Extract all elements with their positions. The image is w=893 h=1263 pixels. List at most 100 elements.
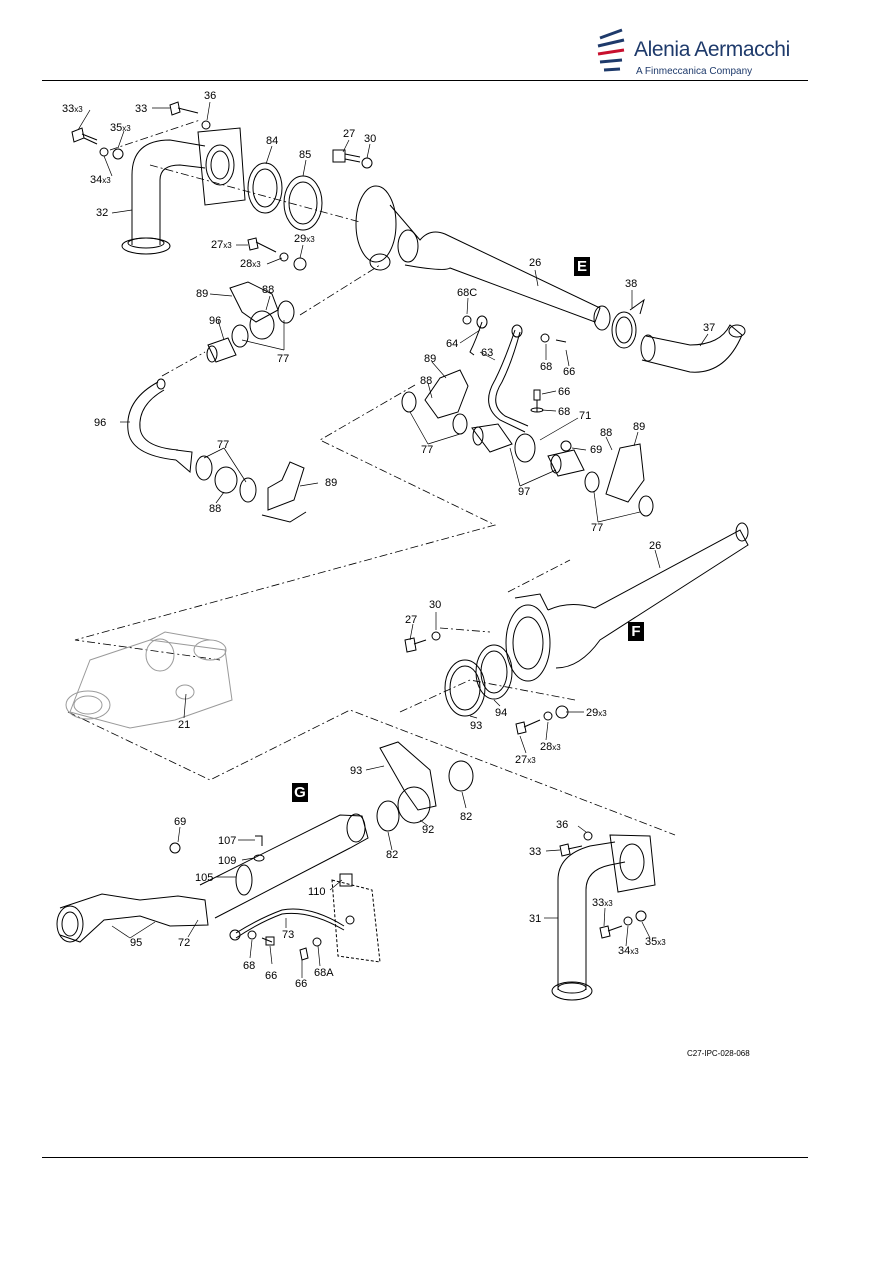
section-letter-e: E — [574, 257, 590, 276]
callout-89: 89 — [196, 288, 208, 300]
callout-32: 32 — [96, 207, 108, 219]
callout-35: 35x3 — [645, 936, 666, 948]
callout-33: 33 — [135, 103, 147, 115]
bolt-33-top — [169, 101, 199, 116]
callout-31: 31 — [529, 913, 541, 925]
nut-35-left — [112, 148, 124, 160]
callout-68: 68 — [243, 960, 255, 972]
callout-27: 27 — [405, 614, 417, 626]
callout-66: 66 — [295, 978, 307, 990]
gasket-93-94 — [444, 644, 513, 717]
callout-69: 69 — [174, 816, 186, 828]
duct-95 — [56, 893, 209, 943]
elbow-duct-37 — [640, 324, 746, 373]
clamp-89-mid — [401, 369, 469, 435]
callout-93: 93 — [470, 720, 482, 732]
callout-96: 96 — [209, 315, 221, 327]
callout-33: 33x3 — [62, 103, 83, 115]
company-logo: Alenia Aermacchi A Finmeccanica Company — [596, 24, 796, 84]
callout-33: 33x3 — [592, 897, 613, 909]
washer-36-top — [201, 120, 211, 130]
callout-66: 66 — [265, 970, 277, 982]
bonding-strap-64 — [462, 315, 488, 356]
callout-82: 82 — [460, 811, 472, 823]
callout-37: 37 — [703, 322, 715, 334]
callout-26: 26 — [529, 257, 541, 269]
callout-30: 30 — [364, 133, 376, 145]
elbow-pipe-31 — [551, 834, 656, 1001]
callout-69: 69 — [590, 444, 602, 456]
section-letter-g: G — [292, 783, 308, 802]
callout-72: 72 — [178, 937, 190, 949]
callout-88: 88 — [600, 427, 612, 439]
figure-code: C27-IPC-028-068 — [687, 1049, 750, 1058]
callout-38: 38 — [625, 278, 637, 290]
callout-88: 88 — [209, 503, 221, 515]
duct-105 — [199, 813, 369, 919]
callout-66: 66 — [563, 366, 575, 378]
callout-77: 77 — [421, 444, 433, 456]
bolt-27-top — [332, 149, 361, 163]
company-tagline: A Finmeccanica Company — [636, 66, 753, 77]
fitting-97-left — [471, 423, 536, 463]
clamp-38 — [611, 298, 645, 349]
bolt-27-lower — [247, 237, 277, 253]
callout-27: 27x3 — [515, 754, 536, 766]
header-rule — [42, 80, 808, 81]
callout-84: 84 — [266, 135, 278, 147]
callout-88: 88 — [420, 375, 432, 387]
tee-duct-26-lower — [505, 522, 749, 682]
clamp-89-lower — [195, 455, 307, 523]
footer-rule — [42, 1157, 808, 1158]
callout-93: 93 — [350, 765, 362, 777]
section-letter-f: F — [628, 622, 644, 641]
callout-30: 30 — [429, 599, 441, 611]
callout-96: 96 — [94, 417, 106, 429]
callout-33: 33 — [529, 846, 541, 858]
callout-89: 89 — [424, 353, 436, 365]
bolt-27-f-lower — [515, 705, 569, 735]
callout-77: 77 — [277, 353, 289, 365]
callout-92: 92 — [422, 824, 434, 836]
callout-26: 26 — [649, 540, 661, 552]
leader-lines — [77, 101, 709, 978]
callout-21: 21 — [178, 719, 190, 731]
callout-68: 68 — [558, 406, 570, 418]
callout-89: 89 — [633, 421, 645, 433]
gasket-84 — [247, 162, 283, 214]
assembly-dashed-lines — [67, 119, 676, 836]
callout-64: 64 — [446, 338, 458, 350]
callout-82: 82 — [386, 849, 398, 861]
callout-labels: 33x3 33 36 35x3 34x3 32 84 85 27 30 27x3… — [62, 90, 715, 990]
callout-29: 29x3 — [294, 233, 315, 245]
callout-36: 36 — [556, 819, 568, 831]
callout-94: 94 — [495, 707, 507, 719]
tee-duct-26-upper — [355, 185, 611, 331]
callout-77: 77 — [217, 439, 229, 451]
callout-63: 63 — [481, 347, 493, 359]
callout-110: 110 — [308, 886, 326, 898]
clamp-89-right — [584, 443, 654, 517]
washer-28 — [279, 252, 289, 262]
fitting-97-right — [547, 440, 585, 477]
callout-27: 27 — [343, 128, 355, 140]
fastener-66-mid — [530, 389, 544, 413]
clamp-93-92 — [376, 741, 474, 832]
callout-89: 89 — [325, 477, 337, 489]
nut-29 — [293, 257, 307, 271]
fitting-96-upper — [206, 337, 237, 363]
callout-35: 35x3 — [110, 122, 131, 134]
bonding-lead-73 — [229, 908, 345, 941]
callout-28: 28x3 — [240, 258, 261, 270]
clamp-89-upper — [229, 281, 295, 348]
callout-68a: 68A — [314, 967, 334, 979]
elbow-pipe-32 — [121, 139, 206, 255]
callout-73: 73 — [282, 929, 294, 941]
bracket-110 — [331, 873, 381, 963]
callout-28: 28x3 — [540, 741, 561, 753]
flange-square — [197, 127, 246, 206]
callout-36: 36 — [204, 90, 216, 102]
bonding-lead-63 — [488, 324, 567, 433]
callout-107: 107 — [218, 835, 236, 847]
